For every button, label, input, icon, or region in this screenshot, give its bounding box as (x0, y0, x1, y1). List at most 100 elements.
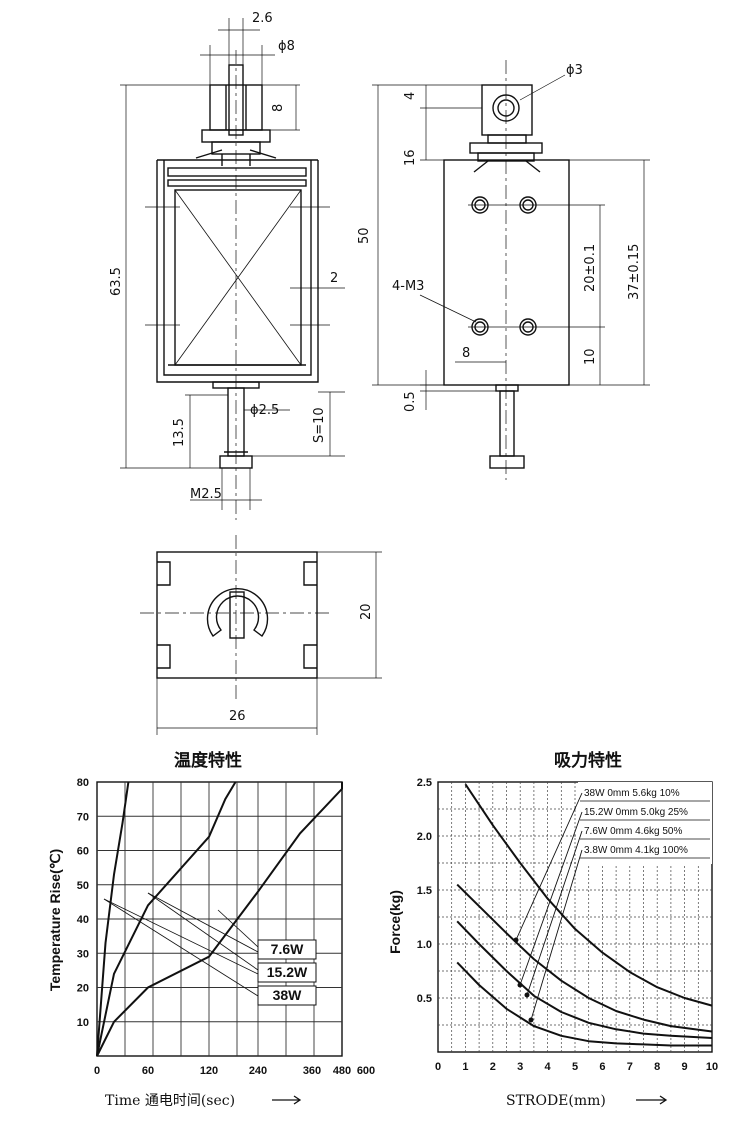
dim-10-side: 10 (583, 348, 598, 365)
front-view-drawing (120, 18, 345, 520)
dim-20-tol: 20±0.1 (583, 244, 598, 292)
chart2-ytick-label: 1.5 (417, 885, 432, 897)
chart1-xtick-label: 600 (357, 1065, 375, 1077)
chart1-xtick-label: 240 (249, 1065, 267, 1077)
chart1-leader-7w (217, 909, 259, 948)
chart2-ticks: 0 1 2 3 4 5 6 7 8 9 10 0.5 1.0 1.5 2.0 2.5 (417, 777, 718, 1073)
dim-phi2-5: ϕ2.5 (250, 403, 279, 418)
chart1-xtick-label: 60 (142, 1065, 154, 1077)
chart1-xtick-label: 0 (94, 1065, 100, 1077)
chart2-leader-tip (524, 992, 530, 998)
dim-0-5: 0.5 (403, 391, 418, 412)
dim-20-bottom: 20 (359, 603, 374, 620)
chart2-title: 吸力特性 (554, 750, 622, 771)
chart2-ytick-label: 1.0 (417, 939, 432, 951)
chart2-leader-tip (528, 1017, 534, 1023)
dim-63-5: 63.5 (109, 267, 124, 296)
chart1-legend-label: 15.2W (267, 964, 308, 980)
chart1-grid (96, 781, 343, 1057)
chart2-ytick-label: 2.0 (417, 831, 432, 843)
dim-8-side: 8 (462, 346, 470, 361)
chart2-leader-line (515, 792, 583, 941)
chart1-ytick-label: 70 (77, 811, 89, 823)
chart1-leader-38w (103, 898, 259, 997)
chart2-legend-bg (578, 782, 712, 864)
chart1-title: 温度特性 (174, 750, 242, 771)
chart2-xtick-label: 2 (490, 1061, 496, 1073)
dim-37-tol: 37±0.15 (627, 244, 642, 300)
dim-phi3: ϕ3 (566, 63, 583, 78)
chart1-ytick-label: 80 (77, 777, 89, 789)
bottom-view-drawing (140, 535, 382, 735)
chart2-ytick-label: 0.5 (417, 993, 432, 1005)
chart1-xlabel-arrow (272, 1095, 302, 1105)
chart2-series-line-2 (456, 920, 713, 1039)
chart2-legend-label: 15.2W 0mm 5.0kg 25% (584, 807, 688, 818)
dim-m2-5: M2.5 (190, 487, 222, 502)
chart1-legend-box (257, 962, 317, 983)
chart1-series-line-15.2W (96, 781, 237, 1057)
chart1-ytick-label: 50 (77, 880, 89, 892)
chart1-ylabel: Temperature Rise(℃) (47, 849, 63, 991)
chart1-legend-label: 38W (273, 987, 303, 1003)
chart2-legend-label: 7.6W 0mm 4.6kg 50% (584, 826, 682, 837)
chart2-leader-line (519, 811, 583, 986)
side-view-drawing (372, 60, 650, 480)
dim-50: 50 (357, 227, 372, 244)
dim-4-side: 4 (403, 92, 418, 100)
dim-8-front: 8 (271, 104, 286, 112)
chart2-xtick-label: 10 (706, 1061, 718, 1073)
chart2-xtick-label: 0 (435, 1061, 441, 1073)
chart2-ytick-label: 2.5 (417, 777, 432, 789)
dim-26: 26 (229, 709, 246, 724)
chart1-ytick-label: 10 (77, 1017, 89, 1029)
dim-2: 2 (330, 271, 338, 286)
chart2-xtick-label: 9 (682, 1061, 688, 1073)
chart1-xtick-label: 480 (333, 1065, 351, 1077)
chart2-series-line-1 (456, 883, 713, 1033)
chart2-xlabel-arrow (636, 1095, 668, 1105)
chart2-series-line-0 (464, 783, 713, 1007)
chart2-series (456, 783, 713, 1047)
dim-stroke-s10: S=10 (312, 407, 327, 443)
dim-13-5: 13.5 (172, 418, 187, 447)
chart1-leader-38w-b (103, 898, 259, 975)
chart2-xtick-label: 4 (545, 1061, 552, 1073)
chart1-ytick-label: 40 (77, 914, 89, 926)
chart2-legend-label: 38W 0mm 5.6kg 10% (584, 788, 680, 799)
chart1-series-line-38W (96, 781, 130, 1057)
chart2-xtick-label: 3 (517, 1061, 523, 1073)
chart2-legend-label: 3.8W 0mm 4.1kg 100% (584, 845, 688, 856)
chart2-xtick-label: 5 (572, 1061, 578, 1073)
chart1-legend: 7.6W 15.2W 38W (103, 892, 317, 1006)
chart2-ylabel: Force(kg) (387, 890, 403, 954)
chart2-series-line-3 (456, 961, 712, 1047)
chart2-xtick-label: 1 (462, 1061, 468, 1073)
chart2-xtick-label: 7 (627, 1061, 633, 1073)
chart2-xtick-label: 6 (599, 1061, 605, 1073)
chart2-xtick-label: 8 (654, 1061, 660, 1073)
front-frame (156, 160, 319, 383)
chart1-ytick-label: 20 (77, 983, 89, 995)
chart1-legend-box (257, 985, 317, 1006)
chart2-leader-tip (517, 982, 523, 988)
chart2-xlabel: STRODE(mm) (506, 1093, 606, 1109)
chart1-leader-15w (147, 892, 259, 953)
dim-phi8: ϕ8 (278, 39, 295, 54)
chart2-leader-line (526, 830, 583, 996)
dim-2-6: 2.6 (252, 11, 273, 26)
chart1-legend-label: 7.6W (271, 941, 304, 957)
chart1-leader-15w-b (147, 892, 259, 971)
chart2-leader-line (530, 849, 583, 1021)
chart1-legend-box (257, 939, 317, 960)
chart1-ytick-label: 60 (77, 846, 89, 858)
chart1-xtick-label: 120 (200, 1065, 218, 1077)
dim-4-m3: 4-M3 (392, 279, 424, 294)
chart1-xlabel: Time 通电时间(sec) (105, 1093, 235, 1109)
chart1-xtick-label: 360 (303, 1065, 321, 1077)
chart2-legend: 38W 0mm 5.6kg 10% 15.2W 0mm 5.0kg 25% 7.6W… (513, 782, 712, 1023)
chart1-ytick-label: 30 (77, 948, 89, 960)
chart1-ticks: 10 20 30 40 50 60 70 80 0 60 120 240 360 480 600 (77, 777, 375, 1077)
